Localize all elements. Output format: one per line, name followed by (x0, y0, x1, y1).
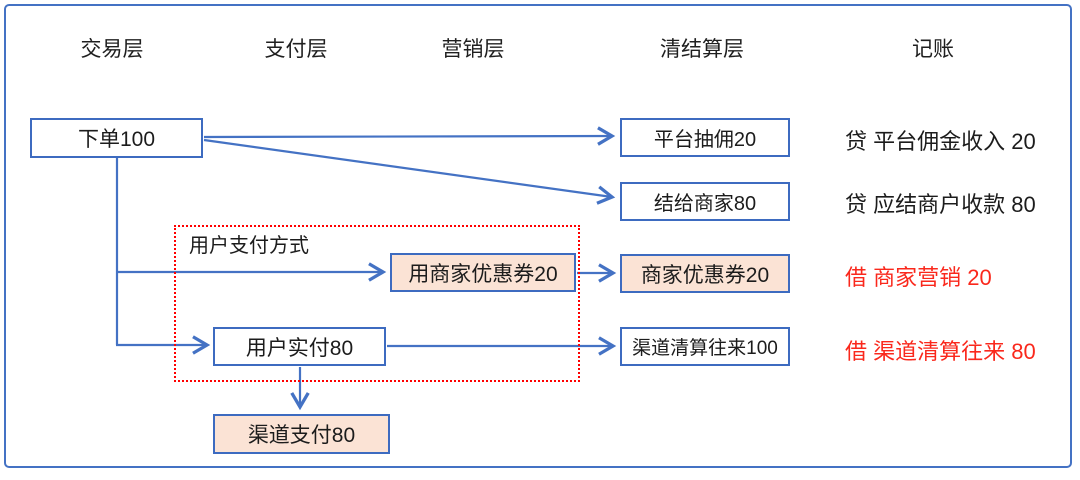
node-channel-pay-80: 渠道支付80 (213, 414, 390, 454)
node-settle-merchant-80: 结给商家80 (620, 182, 790, 221)
ledger-credit-merchant-receivable: 贷 应结商户收款 80 (845, 192, 1036, 217)
column-header-payment-layer: 支付层 (264, 38, 328, 61)
column-header-marketing-layer: 营销层 (441, 38, 505, 61)
ledger-debit-channel-clearing: 借 渠道清算往来 80 (845, 339, 1036, 364)
node-user-actual-pay-80: 用户实付80 (213, 327, 386, 366)
node-use-merchant-coupon-20: 用商家优惠券20 (390, 253, 576, 292)
node-merchant-coupon-20: 商家优惠券20 (620, 254, 790, 293)
user-payment-method-group-box (174, 225, 580, 382)
column-header-transaction-layer: 交易层 (80, 38, 144, 61)
node-channel-clearing-100: 渠道清算往来100 (620, 327, 790, 366)
column-header-clearing-layer: 清结算层 (660, 38, 744, 61)
ledger-debit-merchant-marketing: 借 商家营销 20 (845, 265, 992, 290)
node-order-100: 下单100 (30, 118, 203, 158)
column-header-bookkeeping: 记账 (912, 38, 954, 61)
node-platform-commission-20: 平台抽佣20 (620, 118, 790, 157)
user-payment-method-group-label: 用户支付方式 (189, 235, 309, 257)
diagram-outer-frame (4, 4, 1072, 468)
ledger-credit-platform-commission: 贷 平台佣金收入 20 (845, 129, 1036, 154)
